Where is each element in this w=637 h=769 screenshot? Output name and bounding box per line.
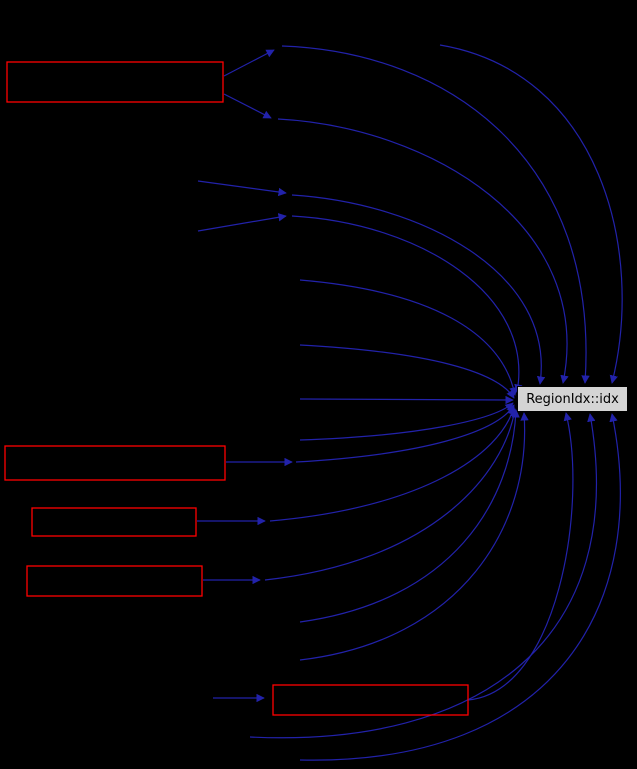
call-edge — [467, 412, 574, 701]
caller-node-box[interactable] — [272, 684, 469, 716]
call-edge — [291, 194, 546, 385]
call-edge — [249, 413, 598, 739]
main-node-label: RegionIdx::idx — [526, 391, 619, 407]
call-edge — [291, 215, 523, 393]
call-edge — [299, 412, 529, 661]
call-arrow — [197, 213, 287, 232]
call-edge — [277, 118, 569, 384]
call-edge — [299, 413, 621, 761]
call-edge — [299, 395, 514, 405]
call-edge — [264, 408, 518, 581]
call-arrow — [223, 49, 275, 77]
main-node[interactable]: RegionIdx::idx — [517, 386, 628, 412]
call-arrow — [223, 93, 272, 119]
call-arrow — [197, 180, 287, 197]
call-edge — [299, 402, 514, 441]
call-edge — [295, 404, 515, 463]
call-edge — [299, 409, 520, 623]
call-edge — [281, 45, 590, 384]
call-edge — [269, 406, 516, 522]
caller-node-box[interactable] — [6, 61, 224, 103]
call-edge — [439, 44, 623, 384]
caller-node-box[interactable] — [4, 445, 226, 481]
caller-node-box[interactable] — [26, 565, 203, 597]
call-edge — [299, 344, 515, 399]
call-edge — [299, 279, 518, 396]
caller-node-box[interactable] — [31, 507, 197, 537]
